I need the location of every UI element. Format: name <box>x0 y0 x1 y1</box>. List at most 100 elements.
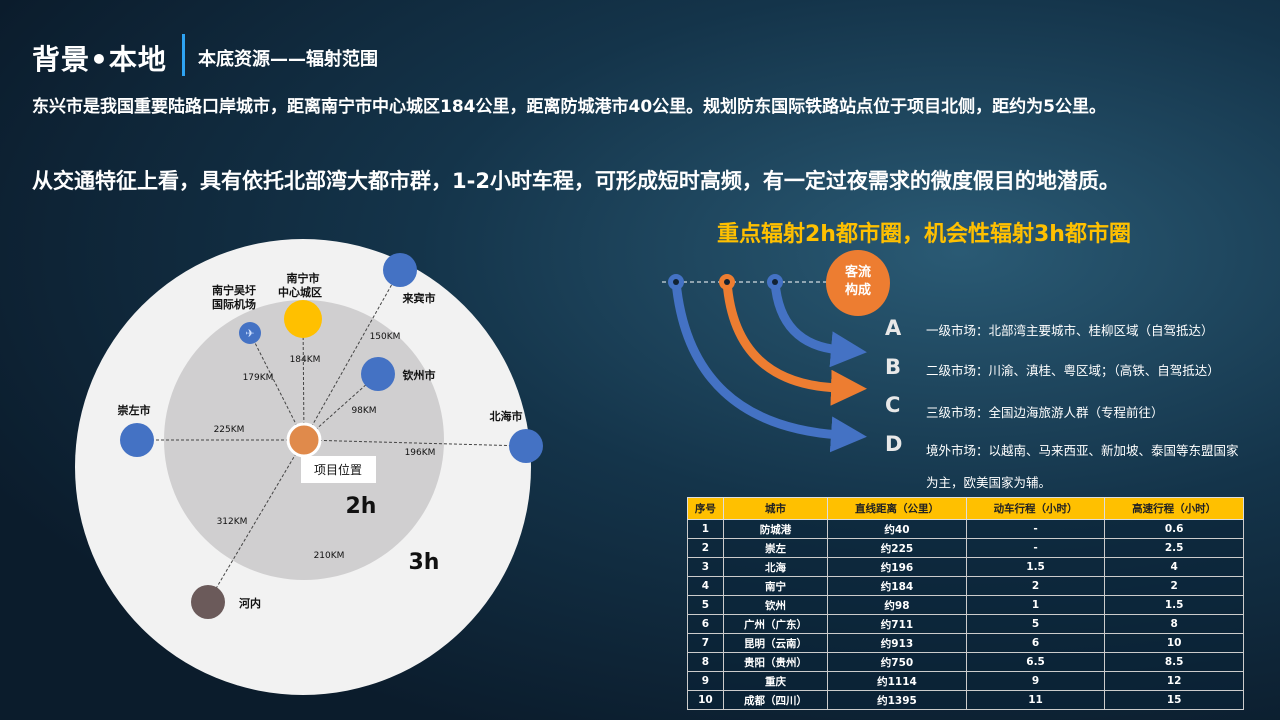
table-cell: 广州（广东） <box>722 614 829 634</box>
project-label-box <box>301 456 376 483</box>
table-cell: 7 <box>687 633 724 653</box>
column-header: 直线距离（公里） <box>827 497 967 520</box>
table-cell: 钦州 <box>722 595 829 615</box>
market-text: 三级市场：全国边海旅游人群（专程前往） <box>926 405 1164 420</box>
column-header: 城市 <box>722 497 829 520</box>
node-label: 南宁吴圩 <box>212 283 256 297</box>
table-cell: 9 <box>965 671 1106 691</box>
distance-label: 312KM <box>217 517 248 527</box>
node-beihai <box>509 429 543 463</box>
node-hanoi <box>191 585 225 619</box>
table-cell: 北海 <box>722 557 829 577</box>
distance-label: 179KM <box>243 373 274 383</box>
table-cell: - <box>965 519 1106 539</box>
radiation-diagram: ✈ 项目位置 南宁市 中心城区 南宁吴圩 国际机场 来宾市 钦州市 崇左市 北海… <box>75 239 543 695</box>
market-key: D <box>885 432 903 456</box>
node-label: 钦州市 <box>403 368 436 382</box>
table-cell: 防城港 <box>722 519 829 539</box>
table-cell: 成都（四川） <box>722 690 829 710</box>
project-label: 项目位置 <box>314 462 362 477</box>
table-cell: 2 <box>1104 576 1244 596</box>
node-label: 来宾市 <box>402 291 436 305</box>
column-header: 高速行程（小时） <box>1104 497 1244 520</box>
distance-label: 210KM <box>314 551 345 561</box>
market-key: C <box>885 393 901 417</box>
table-cell: 5 <box>687 595 724 615</box>
page-title: 背景•本地 <box>32 43 167 76</box>
table-cell: 12 <box>1104 671 1244 691</box>
page-subtitle: 本底资源——辐射范围 <box>198 49 378 70</box>
table-cell: 南宁 <box>722 576 829 596</box>
table-cell: 昆明（云南） <box>722 633 829 653</box>
bubble-text: 客流 <box>844 265 871 280</box>
table-cell: 10 <box>1104 633 1244 653</box>
table-cell: 约40 <box>827 519 967 539</box>
table-cell: 1.5 <box>1104 595 1244 615</box>
table-cell: 6.5 <box>965 652 1106 672</box>
table-cell: 2 <box>687 538 724 558</box>
table-cell: 约98 <box>827 595 967 615</box>
table-cell: 9 <box>687 671 724 691</box>
market-text: 为主，欧美国家为辅。 <box>926 475 1052 490</box>
market-text: 一级市场：北部湾主要城市、桂柳区域（自驾抵达） <box>926 323 1214 338</box>
table-cell: 6 <box>687 614 724 634</box>
table-cell: 3 <box>687 557 724 577</box>
table-cell: 约184 <box>827 576 967 596</box>
node-qinzhou <box>361 357 395 391</box>
node-chongzuo <box>120 423 154 457</box>
table-cell: 5 <box>965 614 1106 634</box>
node-label: 国际机场 <box>212 297 256 311</box>
ring-2h-label: 2h <box>346 494 377 519</box>
market-key: B <box>885 355 902 379</box>
node-label: 崇左市 <box>118 403 151 417</box>
node-project <box>286 422 322 458</box>
table-cell: 2.5 <box>1104 538 1244 558</box>
table-cell: - <box>965 538 1106 558</box>
table-cell: 1 <box>965 595 1106 615</box>
table-cell: 0.6 <box>1104 519 1244 539</box>
node-label: 中心城区 <box>278 285 322 299</box>
distance-label: 225KM <box>214 425 245 435</box>
column-header: 动车行程（小时） <box>965 497 1106 520</box>
table-cell: 6 <box>965 633 1106 653</box>
table-cell: 8 <box>687 652 724 672</box>
market-key: A <box>885 316 902 340</box>
table-cell: 约1395 <box>827 690 967 710</box>
table-cell: 约225 <box>827 538 967 558</box>
arrow-d <box>671 281 867 453</box>
node-airport <box>239 322 261 344</box>
distance-label: 150KM <box>370 332 401 342</box>
table-cell: 贵阳（贵州） <box>722 652 829 672</box>
table-cell: 2 <box>965 576 1106 596</box>
table-cell: 约711 <box>827 614 967 634</box>
table-cell: 8.5 <box>1104 652 1244 672</box>
node-label: 河内 <box>239 596 261 610</box>
node-label: 北海市 <box>490 409 523 423</box>
table-cell: 10 <box>687 690 724 710</box>
table-cell: 1.5 <box>965 557 1106 577</box>
node-label: 南宁市 <box>287 271 320 285</box>
table-cell: 约750 <box>827 652 967 672</box>
table-cell: 4 <box>1104 557 1244 577</box>
table-cell: 15 <box>1104 690 1244 710</box>
distance-label: 98KM <box>351 406 376 416</box>
bubble-text: 构成 <box>844 283 871 298</box>
title-divider <box>182 34 185 76</box>
airplane-icon: ✈ <box>245 327 254 340</box>
distance-label: 196KM <box>405 448 436 458</box>
arrow-a <box>770 281 867 368</box>
intro-paragraph: 东兴市是我国重要陆路口岸城市，距离南宁市中心城区184公里，距离防城港市40公里… <box>32 97 1106 117</box>
table-cell: 8 <box>1104 614 1244 634</box>
table-cell: 约1114 <box>827 671 967 691</box>
table-cell: 约196 <box>827 557 967 577</box>
